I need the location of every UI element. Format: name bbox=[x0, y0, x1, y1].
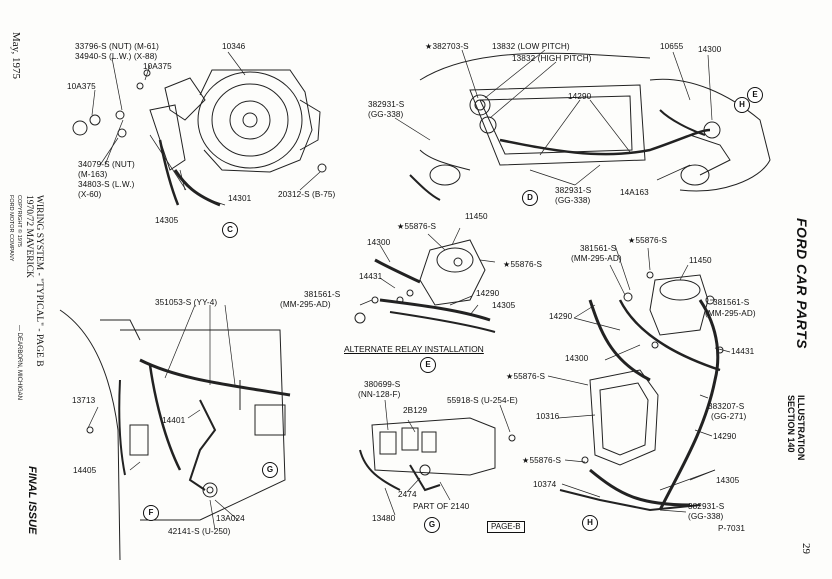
label: 10316 bbox=[536, 412, 560, 421]
label: 381561-S bbox=[580, 244, 617, 253]
label: 14305 bbox=[716, 476, 740, 485]
label: ★382703-S bbox=[425, 42, 469, 51]
label: 382931-S bbox=[688, 502, 725, 511]
view-marker-g: G bbox=[424, 517, 440, 533]
label: 2474 bbox=[398, 490, 417, 499]
label: 34079-S (NUT) bbox=[78, 160, 135, 169]
view-marker-c: C bbox=[222, 222, 238, 238]
label: ★55876-S bbox=[397, 222, 437, 231]
label: 13A024 bbox=[216, 514, 245, 523]
label: 13832 (HIGH PITCH) bbox=[512, 54, 592, 63]
label: 14301 bbox=[228, 194, 252, 203]
view-marker-h-top: H bbox=[734, 97, 750, 113]
label: 13832 (LOW PITCH) bbox=[492, 42, 570, 51]
label: 14305 bbox=[492, 301, 516, 310]
label: 14290 bbox=[549, 312, 573, 321]
label: 382931-S bbox=[368, 100, 405, 109]
label: ★55876-S bbox=[522, 456, 562, 465]
label: 42141-S (U-250) bbox=[168, 527, 231, 536]
view-marker-e-top: E bbox=[747, 87, 763, 103]
label: 13480 bbox=[372, 514, 396, 523]
front-end-drawing bbox=[409, 52, 771, 201]
regulator-relay-drawing bbox=[559, 271, 724, 512]
label: (X-60) bbox=[78, 190, 102, 199]
label: (NN-128-F) bbox=[358, 390, 401, 399]
label: 14431 bbox=[359, 272, 383, 281]
label: (GG-271) bbox=[711, 412, 747, 421]
cowl-area-drawing bbox=[59, 309, 291, 561]
label: 14290 bbox=[476, 289, 500, 298]
label: 14305 bbox=[155, 216, 179, 225]
label: (MM-295-AD) bbox=[280, 300, 331, 309]
label: (M-163) bbox=[78, 170, 108, 179]
label: 381561-S bbox=[304, 290, 341, 299]
view-marker-e: E bbox=[420, 357, 436, 373]
label: 14290 bbox=[568, 92, 592, 101]
page-b-box: PAGE-B bbox=[487, 521, 525, 533]
label: 11450 bbox=[465, 212, 488, 221]
label: 20312-S (B-75) bbox=[278, 190, 336, 199]
label: (GG-338) bbox=[368, 110, 404, 119]
label: 10346 bbox=[222, 42, 246, 51]
label: ★55876-S bbox=[628, 236, 668, 245]
starter-relay-bracket-drawing bbox=[359, 417, 516, 492]
label: 382931-S bbox=[555, 186, 592, 195]
label: 383207-S bbox=[708, 402, 745, 411]
label: 10A375 bbox=[143, 62, 172, 71]
label: 14300 bbox=[565, 354, 589, 363]
label: 14A163 bbox=[620, 188, 649, 197]
label: 11450 bbox=[689, 256, 712, 265]
label: 381561-S bbox=[713, 298, 750, 307]
label: 14401 bbox=[162, 416, 186, 425]
label: 351053-S (YY-4) bbox=[155, 298, 218, 307]
label: 14290 bbox=[713, 432, 737, 441]
label: 14405 bbox=[73, 466, 97, 475]
label: (GG-338) bbox=[688, 512, 724, 521]
label: (MM-295-AD) bbox=[705, 309, 756, 318]
label: 34803-S (L.W.) bbox=[78, 180, 135, 189]
view-marker-g-side: G bbox=[262, 462, 278, 478]
leader-lines bbox=[87, 49, 731, 531]
label: 14431 bbox=[731, 347, 755, 356]
view-marker-f: F bbox=[143, 505, 159, 521]
label: (MM-295-AD) bbox=[571, 254, 622, 263]
label: 14300 bbox=[698, 45, 722, 54]
label: 10655 bbox=[660, 42, 684, 51]
label: 13713 bbox=[72, 396, 96, 405]
label: ★55876-S bbox=[506, 372, 546, 381]
label: 10374 bbox=[533, 480, 557, 489]
label: (GG-338) bbox=[555, 196, 591, 205]
view-marker-h: H bbox=[582, 515, 598, 531]
label: P-7031 bbox=[718, 524, 746, 533]
label: 55918-S (U-254-E) bbox=[447, 396, 518, 405]
view-marker-d: D bbox=[522, 190, 538, 206]
alternate-relay-caption: ALTERNATE RELAY INSTALLATION bbox=[344, 344, 484, 354]
label: 380699-S bbox=[364, 380, 401, 389]
alternator-drawing bbox=[72, 69, 327, 207]
label: 2B129 bbox=[403, 406, 428, 415]
label: ★55876-S bbox=[503, 260, 543, 269]
label: 33796-S (NUT) (M-61) bbox=[75, 42, 159, 51]
label: 10A375 bbox=[67, 82, 96, 91]
alternate-relay-drawing bbox=[354, 239, 496, 333]
label: 14300 bbox=[367, 238, 391, 247]
label: 34940-S (L.W.) (X-88) bbox=[75, 52, 158, 61]
label: PART OF 2140 bbox=[413, 502, 470, 511]
